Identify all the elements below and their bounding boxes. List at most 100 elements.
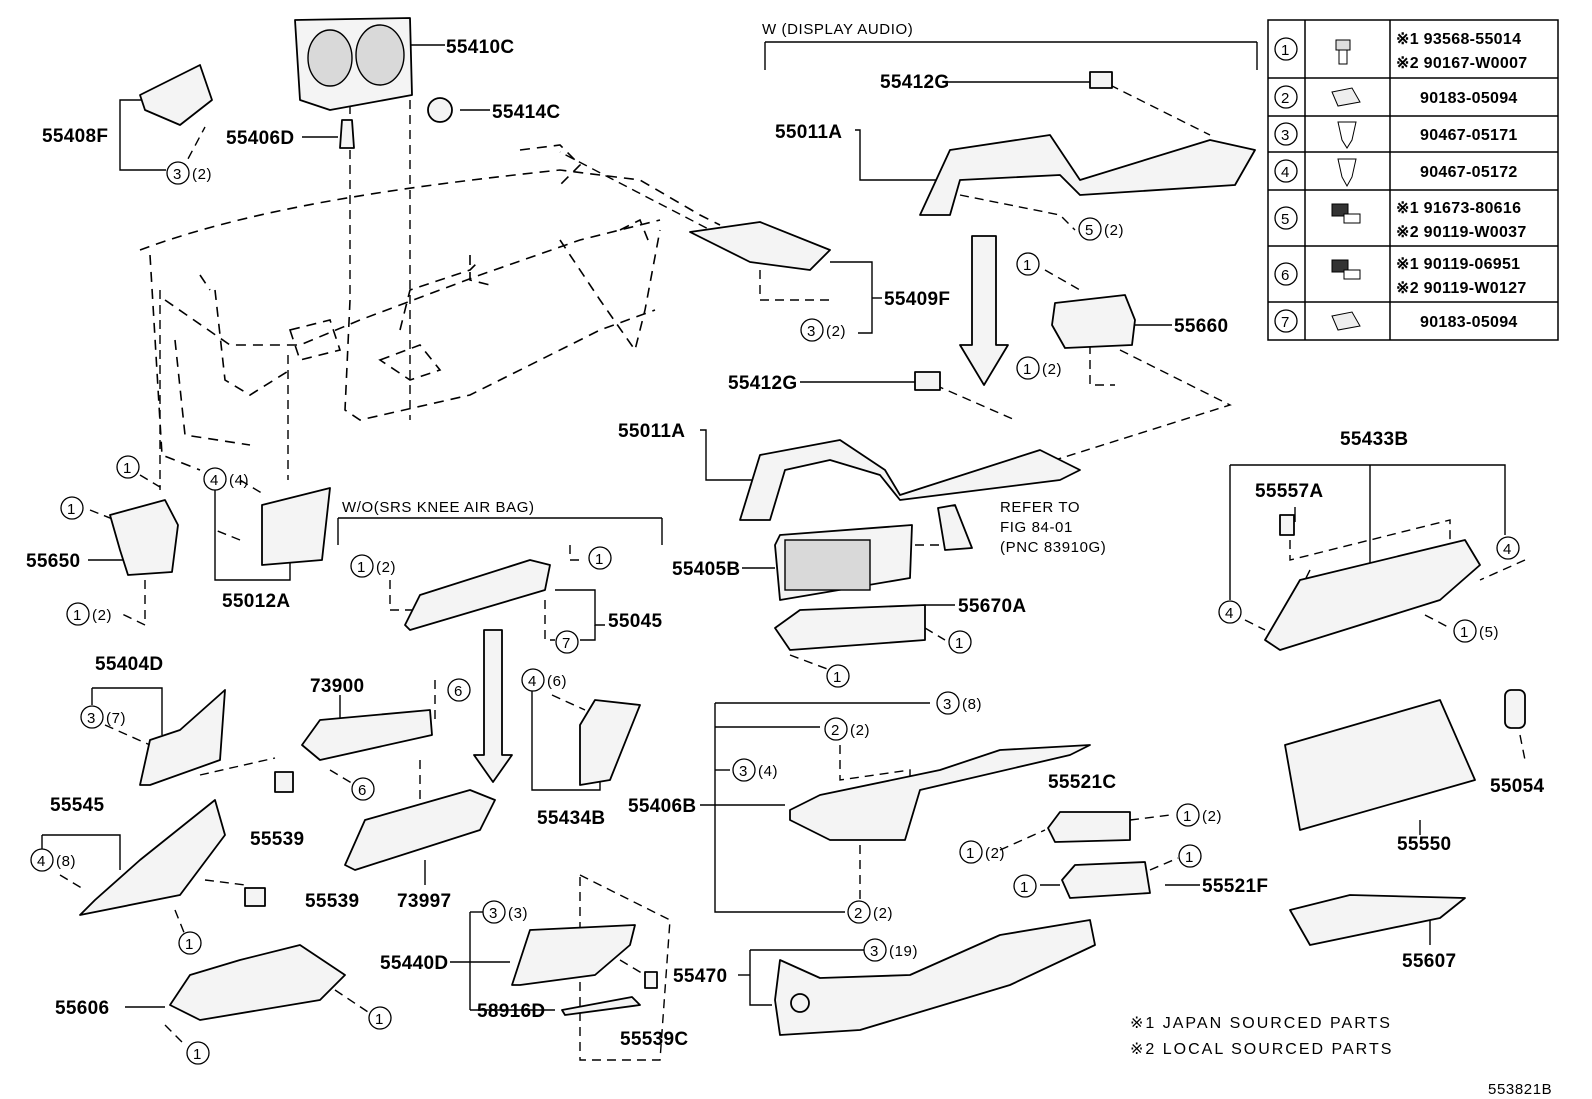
callout-quantity: (5) bbox=[1479, 624, 1499, 641]
svg-text:2: 2 bbox=[854, 905, 862, 922]
screw-icon bbox=[1331, 203, 1361, 224]
upper-panel-mid-shape bbox=[739, 439, 1081, 521]
knee-airbag-heading: W/O(SRS KNEE AIR BAG) bbox=[342, 499, 535, 516]
callout-quantity: (4) bbox=[758, 763, 778, 780]
part-number-label: 55433B bbox=[1340, 429, 1408, 450]
source-note-2: ※2 LOCAL SOURCED PARTS bbox=[1130, 1041, 1393, 1058]
clip-nut-icon bbox=[1331, 311, 1361, 331]
part-number-label: 55054 bbox=[1490, 776, 1544, 797]
callout-quantity: (7) bbox=[106, 710, 126, 727]
table-row: 4 90467-05172 bbox=[1274, 158, 1518, 188]
part-number-label: 55406D bbox=[226, 128, 294, 149]
side-trim-shape bbox=[579, 699, 641, 786]
part-number-label: 73997 bbox=[397, 891, 451, 912]
row-number: 1 bbox=[1281, 42, 1289, 59]
refer-note-line-2: FIG 84-01 bbox=[1000, 519, 1073, 536]
clip-part-top-shape bbox=[1089, 71, 1113, 89]
circled-callouts: 3 (2) 3 (2) 5 (2) 1 1 (2) 1 1 1 (2) 4 (4… bbox=[30, 161, 1520, 1065]
callout-1: 1 bbox=[1176, 803, 1200, 827]
callout-1: 1 bbox=[368, 1006, 392, 1030]
part-number-text: 90467-05171 bbox=[1420, 127, 1518, 144]
part-number-label: 55545 bbox=[50, 795, 104, 816]
lower-cover-left-shape bbox=[139, 689, 226, 786]
switch-housing-shape bbox=[427, 97, 453, 123]
callout-1: 1 bbox=[350, 554, 374, 578]
part-number-label: 55045 bbox=[608, 611, 662, 632]
callout-1: 1 bbox=[66, 602, 90, 626]
svg-text:1: 1 bbox=[1020, 879, 1028, 896]
callout-quantity: (2) bbox=[376, 559, 396, 576]
callout-1: 1 bbox=[959, 840, 983, 864]
part-number-label: 55539 bbox=[250, 829, 304, 850]
callout-3: 3 bbox=[936, 691, 960, 715]
pocket-c-shape bbox=[1047, 811, 1131, 843]
row-number: 7 bbox=[1281, 314, 1289, 331]
callout-1: 1 bbox=[1016, 356, 1040, 380]
part-number-label: 55012A bbox=[222, 591, 290, 612]
part-number-text: 90467-05172 bbox=[1420, 164, 1518, 181]
callout-quantity: (2) bbox=[985, 845, 1005, 862]
callout-3: 3 bbox=[80, 705, 104, 729]
svg-text:1: 1 bbox=[193, 1046, 201, 1063]
callout-1: 1 bbox=[60, 496, 84, 520]
part-number-label: 55470 bbox=[673, 966, 727, 987]
part-number-label: 55412G bbox=[880, 72, 949, 93]
callout-1: 1 bbox=[1013, 874, 1037, 898]
part-number-label: 55521F bbox=[1202, 876, 1268, 897]
svg-text:1: 1 bbox=[67, 501, 75, 518]
callout-quantity: (2) bbox=[873, 905, 893, 922]
row-number: 6 bbox=[1281, 267, 1289, 284]
fastener-table: 1 ※1 93568-55014 ※2 90167-W0007 2 90183-… bbox=[1267, 19, 1559, 341]
callout-3: 3 bbox=[732, 758, 756, 782]
callout-4: 4 bbox=[30, 848, 54, 872]
part-number-text: 90183-05094 bbox=[1420, 314, 1518, 331]
callout-quantity: (2) bbox=[192, 166, 212, 183]
callout-quantity: (6) bbox=[547, 673, 567, 690]
part-number-label: 55539 bbox=[305, 891, 359, 912]
svg-text:1: 1 bbox=[1460, 624, 1468, 641]
center-lower-panel-shape bbox=[789, 744, 1091, 841]
glove-box-door-shape bbox=[1284, 699, 1476, 831]
callout-1: 1 bbox=[1016, 252, 1040, 276]
part-number-label: 55410C bbox=[446, 37, 514, 58]
callout-6: 6 bbox=[351, 777, 375, 801]
pin-part-shape bbox=[1279, 514, 1295, 536]
svg-text:5: 5 bbox=[1085, 222, 1093, 239]
table-row: 1 ※1 93568-55014 ※2 90167-W0007 bbox=[1274, 31, 1527, 72]
svg-text:1: 1 bbox=[73, 607, 81, 624]
display-audio-heading: W (DISPLAY AUDIO) bbox=[762, 21, 913, 38]
svg-text:3: 3 bbox=[173, 166, 181, 183]
upper-panel-top-shape bbox=[919, 134, 1256, 216]
svg-text:4: 4 bbox=[528, 673, 536, 690]
pin-fastener-shape bbox=[339, 119, 355, 149]
part-number-text: ※1 93568-55014 bbox=[1396, 31, 1521, 48]
plug-a-shape bbox=[274, 771, 294, 793]
coin-box-shape bbox=[511, 924, 636, 986]
svg-text:1: 1 bbox=[185, 936, 193, 953]
row-number: 2 bbox=[1281, 90, 1289, 107]
callout-3: 3 bbox=[482, 900, 506, 924]
screw-icon bbox=[1331, 259, 1361, 280]
plug-c-shape bbox=[644, 971, 658, 989]
reference-part-shape bbox=[937, 504, 973, 551]
vent-bezel-shape bbox=[261, 487, 331, 566]
meter-hood-panel-shape bbox=[139, 64, 213, 126]
svg-text:1: 1 bbox=[1183, 808, 1191, 825]
callout-1: 1 bbox=[1178, 844, 1202, 868]
callout-1: 1 bbox=[588, 546, 612, 570]
callout-1: 1 bbox=[826, 664, 850, 688]
callout-6: 6 bbox=[447, 678, 471, 702]
part-number-text: 90183-05094 bbox=[1420, 90, 1518, 107]
svg-text:3: 3 bbox=[87, 710, 95, 727]
part-number-label: 55539C bbox=[620, 1029, 688, 1050]
svg-text:6: 6 bbox=[454, 683, 462, 700]
callout-1: 1 bbox=[178, 931, 202, 955]
svg-text:1: 1 bbox=[375, 1011, 383, 1028]
glove-compartment-frame-shape bbox=[1264, 539, 1481, 651]
callout-4: 4 bbox=[521, 668, 545, 692]
svg-text:3: 3 bbox=[870, 943, 878, 960]
callout-4: 4 bbox=[1218, 600, 1242, 624]
svg-text:1: 1 bbox=[357, 559, 365, 576]
table-row: 7 90183-05094 bbox=[1274, 309, 1518, 333]
